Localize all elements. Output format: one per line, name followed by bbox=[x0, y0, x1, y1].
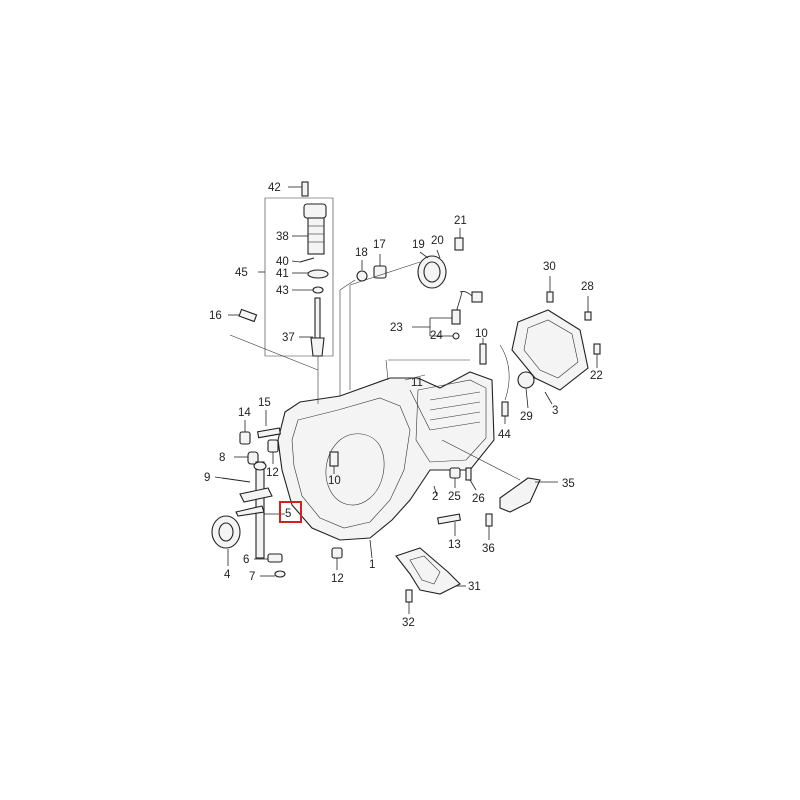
pin-9 bbox=[221, 477, 251, 483]
label-40: 40 bbox=[276, 256, 289, 268]
label-28: 28 bbox=[581, 281, 594, 293]
top-small-parts bbox=[228, 228, 464, 323]
washer-18 bbox=[356, 270, 368, 282]
right-lower-parts bbox=[395, 401, 558, 614]
bushing-6 bbox=[267, 553, 283, 563]
transmission-housing-1-2 bbox=[277, 359, 495, 559]
bolt-10-top bbox=[479, 343, 487, 365]
sensor-24 bbox=[451, 309, 461, 325]
rear-cover-3 bbox=[499, 276, 601, 409]
connector-23 bbox=[471, 291, 483, 303]
bolt-44 bbox=[501, 401, 509, 417]
bolt-10-housing bbox=[329, 451, 339, 467]
leader-lines bbox=[229, 261, 521, 481]
label-10-top: 10 bbox=[475, 328, 488, 340]
gasket-29 bbox=[517, 371, 535, 389]
label-6: 6 bbox=[243, 554, 249, 566]
label-10-housing: 10 bbox=[328, 475, 341, 487]
pin-40 bbox=[299, 257, 315, 263]
drive-gear-shaft-37 bbox=[310, 297, 325, 357]
bolt-30 bbox=[546, 291, 554, 303]
label-24: 24 bbox=[430, 330, 443, 342]
plug-25 bbox=[449, 467, 461, 479]
label-15: 15 bbox=[258, 397, 271, 409]
sensor-23-24 bbox=[412, 291, 487, 365]
label-25: 25 bbox=[448, 491, 461, 503]
nut-14 bbox=[239, 431, 251, 445]
label-31: 31 bbox=[468, 581, 481, 593]
bolt-16 bbox=[238, 308, 258, 323]
label-18: 18 bbox=[355, 247, 368, 259]
label-8: 8 bbox=[219, 452, 225, 464]
label-26: 26 bbox=[472, 493, 485, 505]
label-2: 2 bbox=[432, 491, 438, 503]
label-21: 21 bbox=[454, 215, 467, 227]
speedometer-driven-gear-38 bbox=[303, 203, 327, 255]
label-11: 11 bbox=[411, 377, 423, 389]
dowel-12-upper bbox=[267, 439, 279, 453]
left-side-parts bbox=[211, 410, 343, 578]
label-23: 23 bbox=[390, 322, 403, 334]
mount-bracket-31 bbox=[395, 547, 461, 595]
release-fork-shaft-5 bbox=[235, 461, 273, 559]
bolt-36 bbox=[485, 513, 493, 527]
ring-43 bbox=[312, 286, 324, 294]
bolt-42 bbox=[301, 181, 309, 197]
bolt-32 bbox=[405, 589, 413, 603]
label-35: 35 bbox=[562, 478, 575, 490]
bolt-21 bbox=[454, 237, 464, 251]
bracket-35 bbox=[499, 477, 541, 513]
label-13: 13 bbox=[448, 539, 461, 551]
dowel-12-lower bbox=[331, 547, 343, 559]
label-14: 14 bbox=[238, 407, 251, 419]
label-5: 5 bbox=[285, 508, 291, 520]
label-20: 20 bbox=[431, 235, 444, 247]
label-36: 36 bbox=[482, 543, 495, 555]
highlight-box-part-5 bbox=[279, 501, 302, 523]
label-1: 1 bbox=[369, 559, 375, 571]
bolt-26 bbox=[465, 467, 472, 481]
label-32: 32 bbox=[402, 617, 415, 629]
label-9: 9 bbox=[204, 472, 210, 484]
label-38: 38 bbox=[276, 231, 289, 243]
release-bearing-4 bbox=[211, 515, 241, 549]
speedometer-assembly-group bbox=[258, 181, 334, 357]
label-29: 29 bbox=[520, 411, 533, 423]
label-3: 3 bbox=[552, 405, 558, 417]
label-22: 22 bbox=[590, 370, 603, 382]
label-7: 7 bbox=[249, 571, 255, 583]
bolt-13 bbox=[437, 513, 461, 525]
bushing-8 bbox=[247, 451, 259, 465]
clip-7 bbox=[274, 570, 286, 578]
label-30: 30 bbox=[543, 261, 556, 273]
label-19: 19 bbox=[412, 239, 425, 251]
part-number-labels: 42 38 40 41 43 45 37 16 21 20 19 18 17 3… bbox=[204, 182, 603, 629]
o-ring-41 bbox=[307, 269, 329, 279]
label-16: 16 bbox=[209, 310, 222, 322]
label-41: 41 bbox=[276, 268, 289, 280]
bolt-28 bbox=[584, 311, 592, 321]
label-12-lower: 12 bbox=[331, 573, 344, 585]
cover-19-20 bbox=[417, 255, 447, 289]
assembly-box-45 bbox=[264, 197, 334, 357]
label-42: 42 bbox=[268, 182, 281, 194]
bolt-22 bbox=[593, 343, 601, 355]
label-45: 45 bbox=[235, 267, 248, 279]
label-44: 44 bbox=[498, 429, 511, 441]
label-43: 43 bbox=[276, 285, 289, 297]
plug-17 bbox=[373, 265, 387, 279]
label-37: 37 bbox=[282, 332, 295, 344]
label-12-upper: 12 bbox=[266, 467, 279, 479]
label-4: 4 bbox=[224, 569, 231, 581]
label-17: 17 bbox=[373, 239, 386, 251]
bolt-15 bbox=[256, 427, 281, 439]
